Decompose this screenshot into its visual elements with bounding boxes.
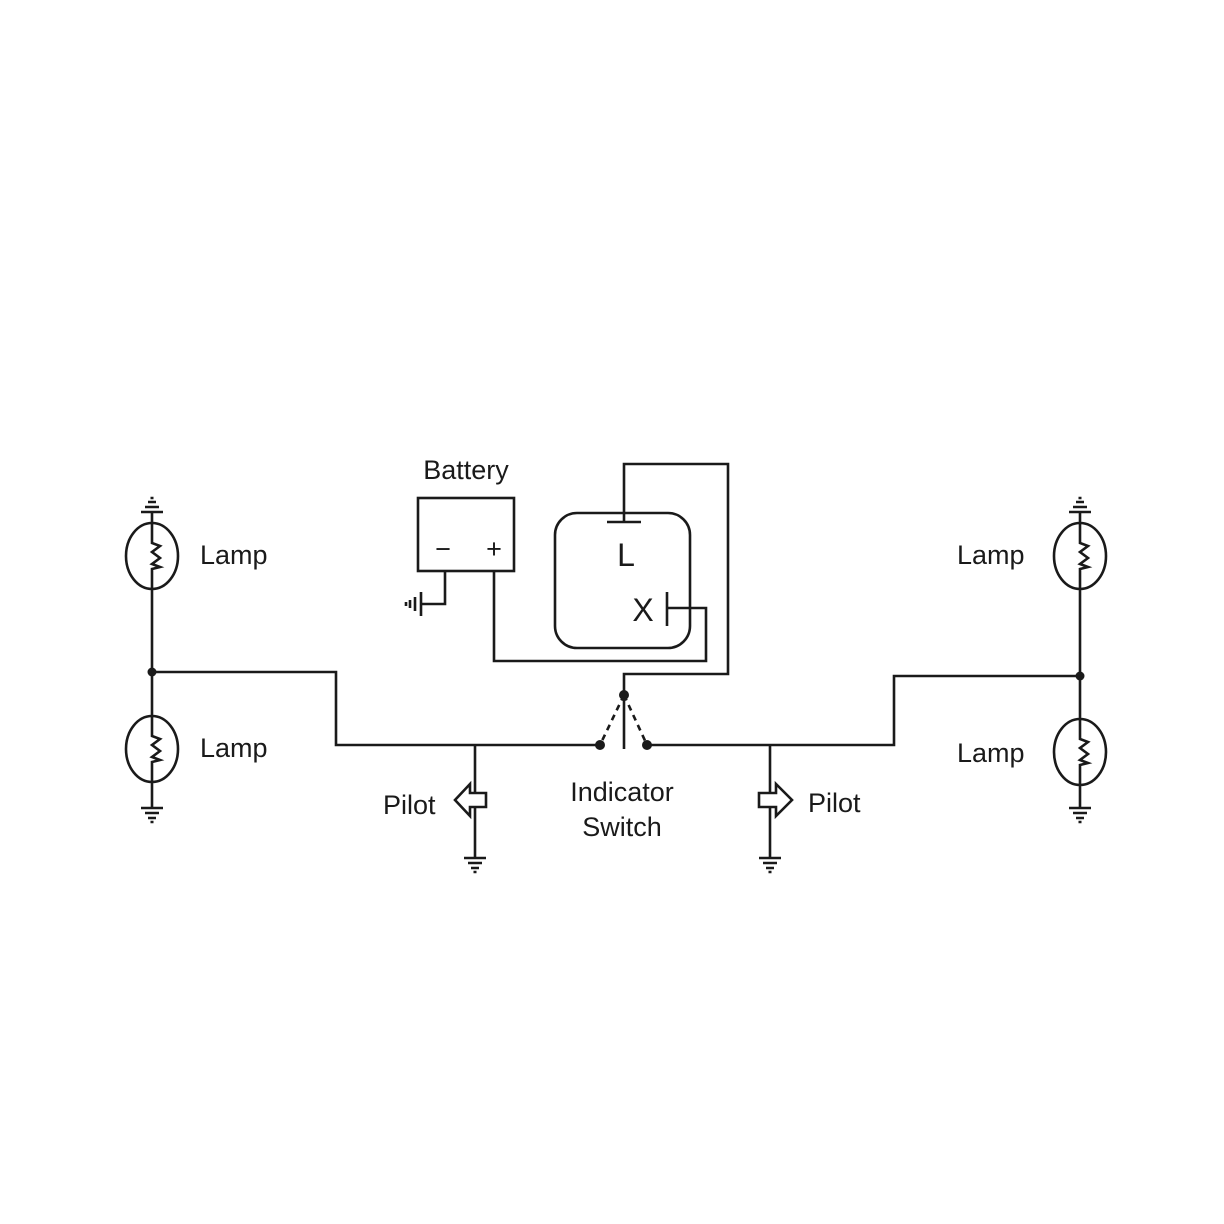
arrow-right-icon [757,780,794,820]
ground-icon [141,496,163,514]
relay-terminal-X: X [632,592,653,628]
filament-icon [1077,523,1093,589]
right-wire [647,674,1080,747]
battery-label: Battery [423,455,509,485]
pilot-left: Pilot [383,745,488,858]
ground-icon [404,592,423,616]
flasher-relay: L X [492,462,730,695]
lamp-left-bottom [124,714,180,784]
lamp-right-bottom [1052,717,1108,787]
relay-terminal-L: L [617,537,635,573]
lamp-right-top-label: Lamp [957,540,1025,570]
lamp-right-bottom-label: Lamp [957,738,1025,768]
filament-icon [1077,719,1093,785]
filament-icon [149,523,165,589]
lamp-left-top-label: Lamp [200,540,268,570]
battery-minus-label: − [435,534,451,564]
filament-icon [149,716,165,782]
lamp-right-top [1052,521,1108,591]
left-wire [152,670,600,747]
ground-icon [1069,806,1091,824]
ground-icon [1069,496,1091,514]
ground-icon [141,806,163,824]
indicator-switch: Indicator Switch [570,690,674,842]
pilot-left-label: Pilot [383,790,436,820]
pilot-right: Pilot [757,745,861,858]
arrow-left-icon [453,780,488,820]
ground-icon [464,856,486,874]
switch-label-line1: Indicator [570,777,674,807]
switch-label-line2: Switch [582,812,662,842]
battery: Battery − + [404,455,516,616]
lamp-left-bottom-label: Lamp [200,733,268,763]
pilot-right-label: Pilot [808,788,861,818]
ground-icon [759,856,781,874]
lamp-left-top [124,521,180,591]
battery-plus-label: + [486,534,502,564]
